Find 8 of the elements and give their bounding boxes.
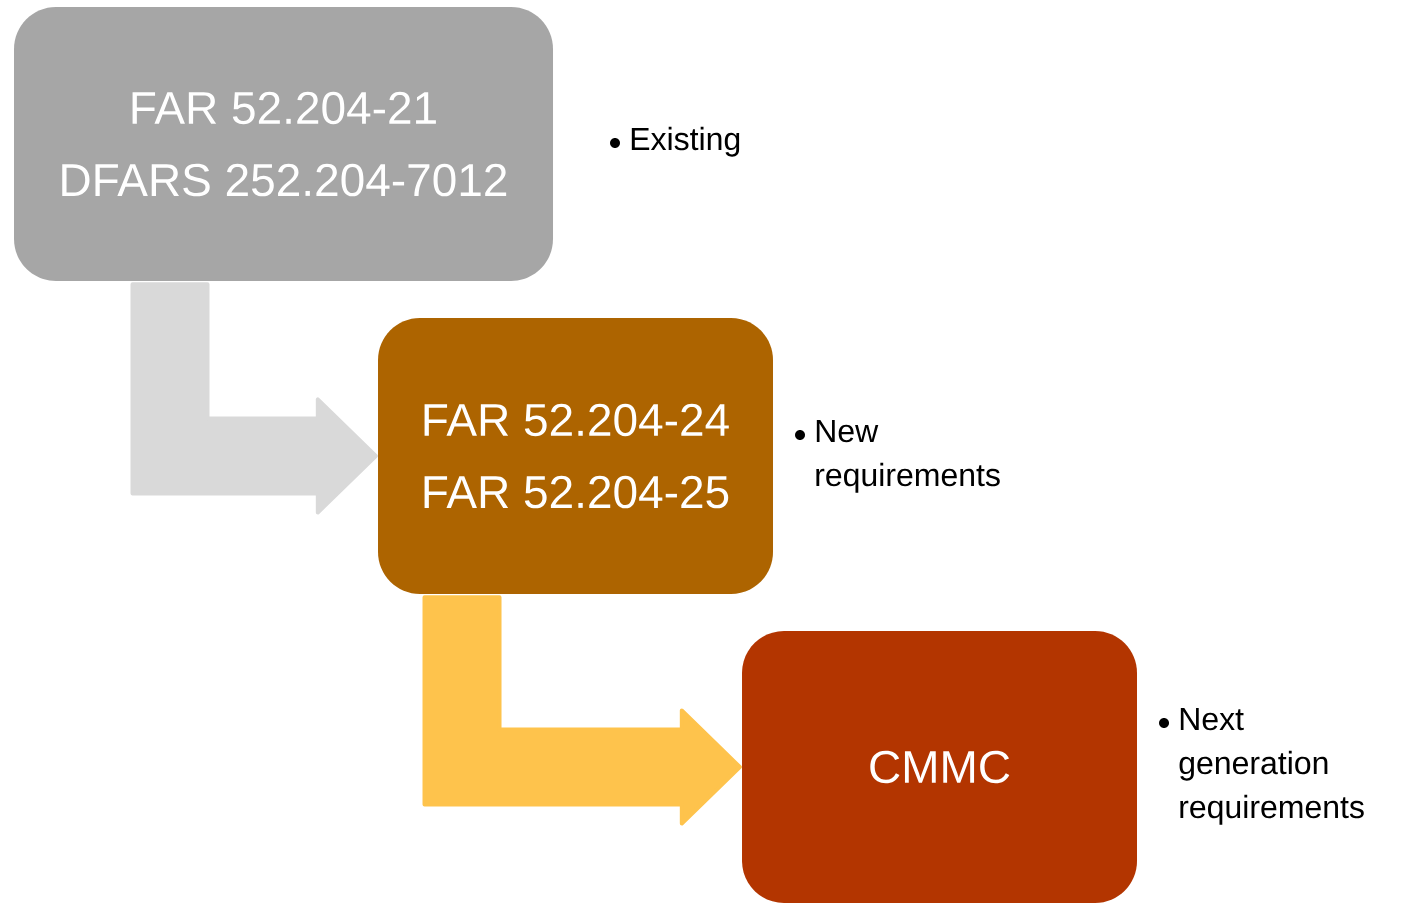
process-box: CMMC (742, 631, 1137, 903)
arrow (130, 282, 378, 515)
bullet-text: Existing (631, 126, 740, 157)
bullet-text: New requirements (816, 420, 1000, 493)
process-box: FAR 52.204-21 DFARS 252.204-7012 (14, 7, 553, 281)
arrow (422, 595, 742, 826)
process-box: FAR 52.204-24 FAR 52.204-25 (378, 318, 773, 594)
bullet-text: Next generation requirements (1179, 708, 1364, 825)
